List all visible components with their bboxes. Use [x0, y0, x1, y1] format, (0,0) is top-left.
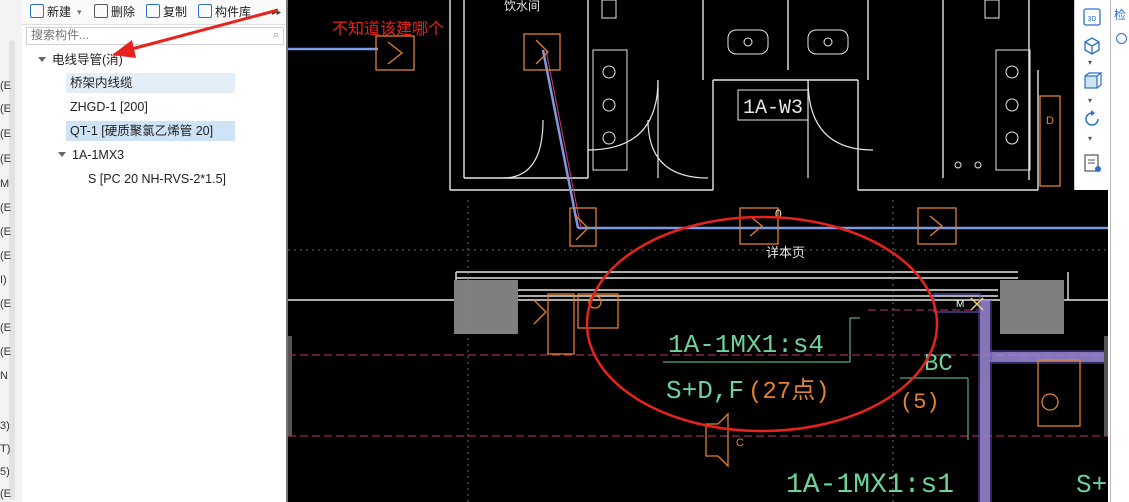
strip-text: N — [0, 370, 8, 382]
column-left — [454, 280, 518, 334]
bc-count: (5) — [900, 390, 940, 415]
toilet-fixtures — [592, 0, 1031, 171]
blue-wires — [288, 47, 1108, 230]
dotted-grid — [288, 200, 1108, 502]
tree-item-s-pc20[interactable]: S [PC 20 NH-RVS-2*1.5] — [88, 172, 227, 186]
canvas-scroll-right[interactable] — [1104, 336, 1108, 436]
tree-group-1a-1mx3[interactable]: 1A-1MX3 — [58, 145, 124, 165]
radio-icon[interactable] — [1116, 33, 1127, 44]
library-icon — [198, 4, 212, 18]
s-right-label: S+ — [1076, 470, 1107, 500]
circuit-sub: S+D,F — [666, 376, 744, 406]
red-wire — [545, 49, 582, 229]
column-right — [1000, 280, 1064, 334]
strip-text: (E — [0, 346, 11, 358]
tree-root[interactable]: 电线导管(消) — [38, 50, 123, 70]
trash-icon — [94, 4, 108, 18]
strip-text: I) — [0, 274, 7, 286]
strip-text: (E — [0, 153, 11, 165]
detail-label: 详本页 — [766, 245, 805, 260]
right-tab[interactable]: 检 — [1114, 8, 1127, 22]
annotation-text: 不知道该建哪个 — [332, 19, 444, 38]
zero-label: 0 — [775, 207, 782, 221]
library-button[interactable]: 构件库 — [198, 4, 251, 20]
room-tag — [737, 89, 809, 121]
left-scrollbar[interactable] — [9, 40, 15, 500]
strip-text: (E — [0, 298, 11, 310]
collapse-icon[interactable] — [38, 57, 46, 62]
d-label: D — [1046, 115, 1054, 127]
top-label: 饮水间 — [504, 0, 540, 13]
new-icon — [30, 4, 44, 18]
delete-button[interactable]: 删除 — [94, 4, 135, 20]
search-input[interactable] — [27, 28, 265, 42]
tree-item-zhgd[interactable]: ZHGD-1 [200] — [70, 100, 148, 114]
strip-text: (E — [0, 250, 11, 262]
copy-icon — [146, 4, 160, 18]
component-toolbar: 新建 ▾ 删除 复制 构件库 ▸▸ — [22, 0, 286, 25]
chevron-down-icon[interactable]: ▾ — [1088, 134, 1093, 143]
left-dock-strip: (E (E (E (E M (E (E (E I) (E (E (E N 3) … — [0, 0, 23, 502]
copy-button[interactable]: 复制 — [146, 4, 187, 20]
purple-conduits — [980, 300, 1108, 502]
cube-view-icon[interactable] — [1081, 34, 1103, 56]
chevron-down-icon[interactable]: ▾ — [1088, 96, 1093, 105]
room-label: 1A-W3 — [743, 97, 803, 120]
junction-boxes — [375, 33, 1081, 468]
component-panel: 新建 ▾ 删除 复制 构件库 ▸▸ ⌕ 电线导管(消) 桥架内线缆 ZHGD-1… — [22, 0, 286, 502]
strip-text: T) — [0, 443, 11, 455]
box-view-icon[interactable] — [1081, 70, 1103, 92]
c-label: C — [736, 437, 744, 449]
strip-text: (E — [0, 128, 11, 140]
new-dropdown-icon[interactable]: ▾ — [77, 7, 82, 17]
strip-text: (E — [0, 103, 11, 115]
x-marker — [970, 297, 984, 311]
walls — [288, 0, 1108, 330]
strip-text: M — [0, 178, 10, 190]
panel-splitter[interactable] — [286, 0, 288, 502]
canvas-scroll-left[interactable] — [288, 336, 292, 436]
door-arcs — [502, 79, 874, 179]
view-toolbar: 3D ▾ ▾ ▾ — [1074, 0, 1111, 190]
strip-text: (E — [0, 488, 11, 500]
search-box[interactable]: ⌕ — [26, 27, 284, 45]
tree-item-cable-in-tray[interactable]: 桥架内线缆 — [66, 73, 235, 93]
strip-text: 3) — [0, 420, 10, 432]
circuit-label: 1A-1MX1:s4 — [668, 330, 824, 360]
right-properties-panel: 检 — [1110, 0, 1129, 502]
strip-text: (E — [0, 226, 11, 238]
strip-text: 5) — [0, 466, 10, 478]
tree-item-qt1[interactable]: QT-1 [硬质聚氯乙烯管 20] — [66, 121, 235, 141]
strip-text: (E — [0, 80, 11, 92]
chevron-down-icon[interactable]: ▾ — [1088, 58, 1093, 67]
cad-drawing: 1A-W3 饮水间 — [288, 0, 1108, 502]
property-list-icon[interactable] — [1081, 152, 1103, 174]
search-icon[interactable]: ⌕ — [272, 29, 279, 41]
annotation-ellipse — [585, 215, 939, 433]
dashed-lines — [288, 309, 1108, 437]
strip-text: (E — [0, 322, 11, 334]
circuit-count: (27点) — [748, 377, 830, 406]
purple-conduit-edges — [978, 300, 1108, 502]
bottom-label: 1A-1MX1:s1 — [786, 470, 954, 501]
strip-text: (E — [0, 202, 11, 214]
more-icon[interactable]: ▸▸ — [272, 7, 282, 17]
collapse-icon[interactable] — [58, 152, 66, 157]
new-button[interactable]: 新建 — [30, 4, 71, 20]
m-label: M — [956, 299, 964, 310]
cad-canvas[interactable]: 1A-W3 饮水间 — [288, 0, 1108, 502]
rotate-icon[interactable] — [1081, 108, 1103, 130]
3d-view-icon[interactable]: 3D — [1081, 6, 1103, 28]
svg-text:3D: 3D — [1088, 16, 1097, 23]
